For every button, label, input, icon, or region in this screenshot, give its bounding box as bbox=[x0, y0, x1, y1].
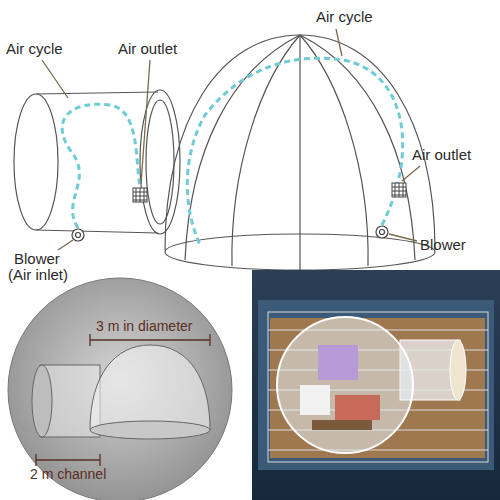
callout-label: (Air inlet) bbox=[8, 266, 68, 283]
callout-label: Air cycle bbox=[316, 8, 373, 25]
render-view bbox=[8, 278, 232, 500]
tunnel-drawing bbox=[14, 90, 180, 234]
callout-label: Blower bbox=[420, 236, 466, 253]
callout-label: Air outlet bbox=[118, 40, 177, 57]
callout-label: Air cycle bbox=[6, 40, 63, 57]
dimension-label: 3 m in diameter bbox=[96, 318, 192, 334]
air-outlet-grid bbox=[133, 183, 406, 202]
leader-line bbox=[42, 29, 420, 250]
air-cycle-path bbox=[62, 58, 403, 245]
dome-drawing bbox=[165, 35, 435, 270]
callout-label: Air outlet bbox=[412, 146, 471, 163]
product-photo bbox=[252, 270, 500, 500]
blower-symbol bbox=[72, 226, 388, 241]
callout-label: Blower bbox=[14, 250, 60, 267]
dimension-label: 2 m channel bbox=[30, 466, 106, 482]
